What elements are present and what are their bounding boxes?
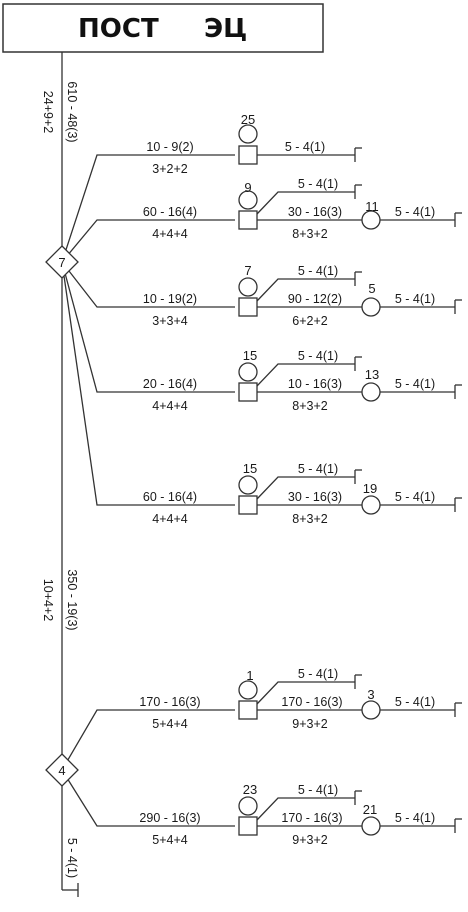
- node-4: 4: [45, 753, 79, 787]
- top-tail-label: 5 - 4(1): [298, 264, 338, 278]
- branch-7: 290 - 16(3) 5+4+4 23 5 - 4(1) 170 - 16(3…: [139, 782, 462, 847]
- title-box: ПОСТ ЭЦ: [2, 3, 324, 53]
- branch-formula: 4+4+4: [152, 399, 188, 413]
- unit-number: 23: [243, 782, 257, 797]
- branch-2: 60 - 16(4) 4+4+4 9 5 - 4(1) 30 - 16(3) 8…: [143, 177, 462, 241]
- top-tail-label: 5 - 4(1): [298, 783, 338, 797]
- unit-circle: [238, 680, 258, 700]
- mid-formula: 8+3+2: [292, 227, 328, 241]
- unit-box: [238, 382, 258, 402]
- branch-label: 170 - 16(3): [139, 695, 200, 709]
- mid-formula: 8+3+2: [292, 399, 328, 413]
- end-unit-number: 21: [363, 802, 377, 817]
- trunk-mid-label: 350 - 19(3): [65, 569, 79, 630]
- unit-circle: [238, 190, 258, 210]
- unit-box: [238, 700, 258, 720]
- end-tail-label: 5 - 4(1): [395, 695, 435, 709]
- unit-circle: [238, 796, 258, 816]
- end-unit-circle: [361, 816, 381, 836]
- end-unit-circle: [361, 382, 381, 402]
- node-7-label: 7: [58, 255, 65, 270]
- branch-formula: 3+2+2: [152, 162, 188, 176]
- unit-box: [238, 495, 258, 515]
- branch-label: 20 - 16(4): [143, 377, 197, 391]
- node-7: 7: [45, 245, 79, 279]
- end-unit-number: 11: [365, 199, 379, 214]
- unit-number: 15: [243, 461, 257, 476]
- branch-6: 170 - 16(3) 5+4+4 1 5 - 4(1) 170 - 16(3)…: [139, 667, 462, 731]
- unit-number: 9: [244, 180, 251, 195]
- mid-label: 170 - 16(3): [281, 811, 342, 825]
- mid-formula: 8+3+2: [292, 512, 328, 526]
- end-unit-number: 5: [368, 281, 375, 296]
- end-tail-label: 5 - 4(1): [395, 490, 435, 504]
- end-unit-number: 3: [367, 687, 374, 702]
- mid-formula: 6+2+2: [292, 314, 328, 328]
- mid-formula: 9+3+2: [292, 717, 328, 731]
- unit-number: 1: [246, 668, 253, 683]
- branch-label: 290 - 16(3): [139, 811, 200, 825]
- branch-5: 60 - 16(4) 4+4+4 15 5 - 4(1) 30 - 16(3) …: [143, 461, 462, 526]
- trunk-end-label: 5 - 4(1): [65, 838, 79, 878]
- unit-circle: [238, 362, 258, 382]
- mid-label: 10 - 16(3): [288, 377, 342, 391]
- end-unit-circle: [361, 495, 381, 515]
- end-tail-label: 5 - 4(1): [395, 811, 435, 825]
- branch-formula: 3+3+4: [152, 314, 188, 328]
- branch-label: 60 - 16(4): [143, 205, 197, 219]
- mid-label: 30 - 16(3): [288, 490, 342, 504]
- unit-box: [238, 297, 258, 317]
- top-tail-label: 5 - 4(1): [298, 177, 338, 191]
- end-tail-label: 5 - 4(1): [395, 292, 435, 306]
- mid-label: 30 - 16(3): [288, 205, 342, 219]
- node-b-fan: [61, 709, 235, 827]
- unit-circle: [238, 124, 258, 144]
- trunk-top-formula: 24+9+2: [41, 91, 55, 133]
- branch-label: 10 - 19(2): [143, 292, 197, 306]
- node-a-fan: [61, 154, 235, 506]
- branch-4: 20 - 16(4) 4+4+4 15 5 - 4(1) 10 - 16(3) …: [143, 348, 462, 413]
- tail-label: 5 - 4(1): [285, 140, 325, 154]
- branch-label: 60 - 16(4): [143, 490, 197, 504]
- top-tail-label: 5 - 4(1): [298, 462, 338, 476]
- unit-box: [238, 210, 258, 230]
- unit-number: 15: [243, 348, 257, 363]
- mid-label: 90 - 12(2): [288, 292, 342, 306]
- branch-3: 10 - 19(2) 3+3+4 7 5 - 4(1) 90 - 12(2) 6…: [143, 263, 462, 328]
- branch-label: 10 - 9(2): [146, 140, 193, 154]
- trunk-top-label: 610 - 48(3): [65, 81, 79, 142]
- mid-label: 170 - 16(3): [281, 695, 342, 709]
- title-ec: ЭЦ: [204, 14, 247, 44]
- unit-circle: [238, 475, 258, 495]
- branch-formula: 4+4+4: [152, 227, 188, 241]
- branch-formula: 5+4+4: [152, 717, 188, 731]
- end-unit-circle: [361, 700, 381, 720]
- end-tail-label: 5 - 4(1): [395, 377, 435, 391]
- node-4-label: 4: [58, 763, 65, 778]
- trunk-mid-formula: 10+4+2: [41, 579, 55, 621]
- unit-number: 25: [241, 112, 255, 127]
- top-tail-label: 5 - 4(1): [298, 667, 338, 681]
- end-tail-label: 5 - 4(1): [395, 205, 435, 219]
- unit-box: [238, 145, 258, 165]
- unit-number: 7: [244, 263, 251, 278]
- branch-formula: 4+4+4: [152, 512, 188, 526]
- end-unit-circle: [361, 297, 381, 317]
- end-unit-number: 19: [363, 481, 377, 496]
- mid-formula: 9+3+2: [292, 833, 328, 847]
- unit-box: [238, 816, 258, 836]
- branch-1: 10 - 9(2) 3+2+2 25 5 - 4(1): [146, 112, 362, 176]
- title-post: ПОСТ: [78, 14, 159, 44]
- end-unit-number: 13: [365, 367, 379, 382]
- unit-circle: [238, 277, 258, 297]
- top-tail-label: 5 - 4(1): [298, 349, 338, 363]
- branch-formula: 5+4+4: [152, 833, 188, 847]
